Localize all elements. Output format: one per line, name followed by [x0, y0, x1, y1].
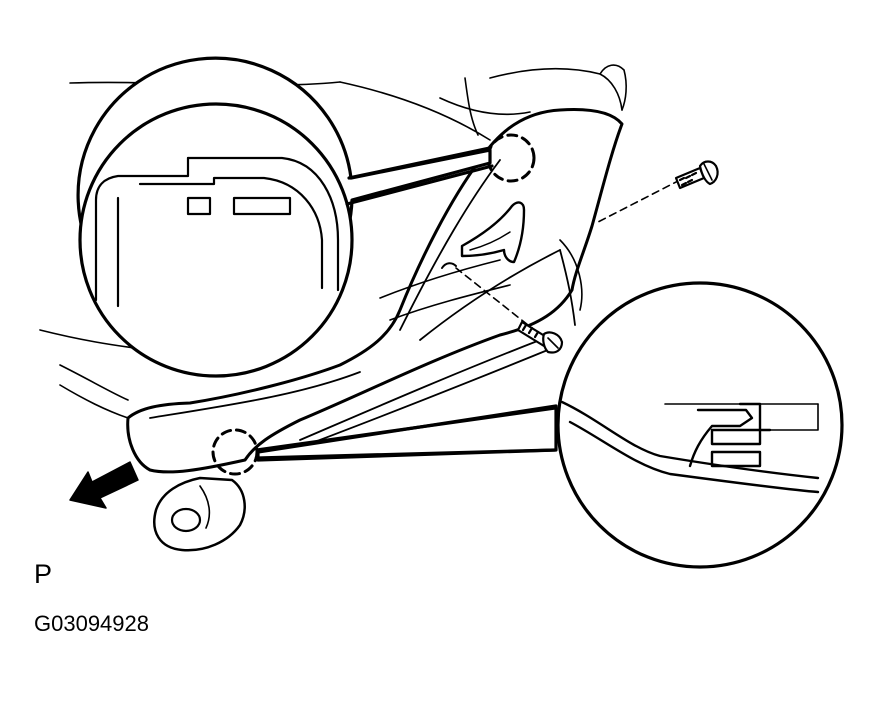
view-letter-label: P — [34, 559, 53, 589]
seat-side-cover — [126, 108, 624, 474]
seat-background-lines — [39, 64, 627, 419]
recliner-lever — [460, 201, 526, 264]
cover-hole — [441, 262, 457, 269]
forward-arrow-icon — [69, 461, 139, 509]
screw-icon — [516, 320, 564, 354]
figure-code-label: G03094928 — [34, 611, 149, 636]
clip-marker — [486, 133, 536, 183]
detail-inset-lower — [255, 281, 844, 569]
detail-inset-upper — [76, 56, 494, 378]
lower-bracket — [153, 476, 246, 552]
screw-icon — [674, 160, 719, 190]
